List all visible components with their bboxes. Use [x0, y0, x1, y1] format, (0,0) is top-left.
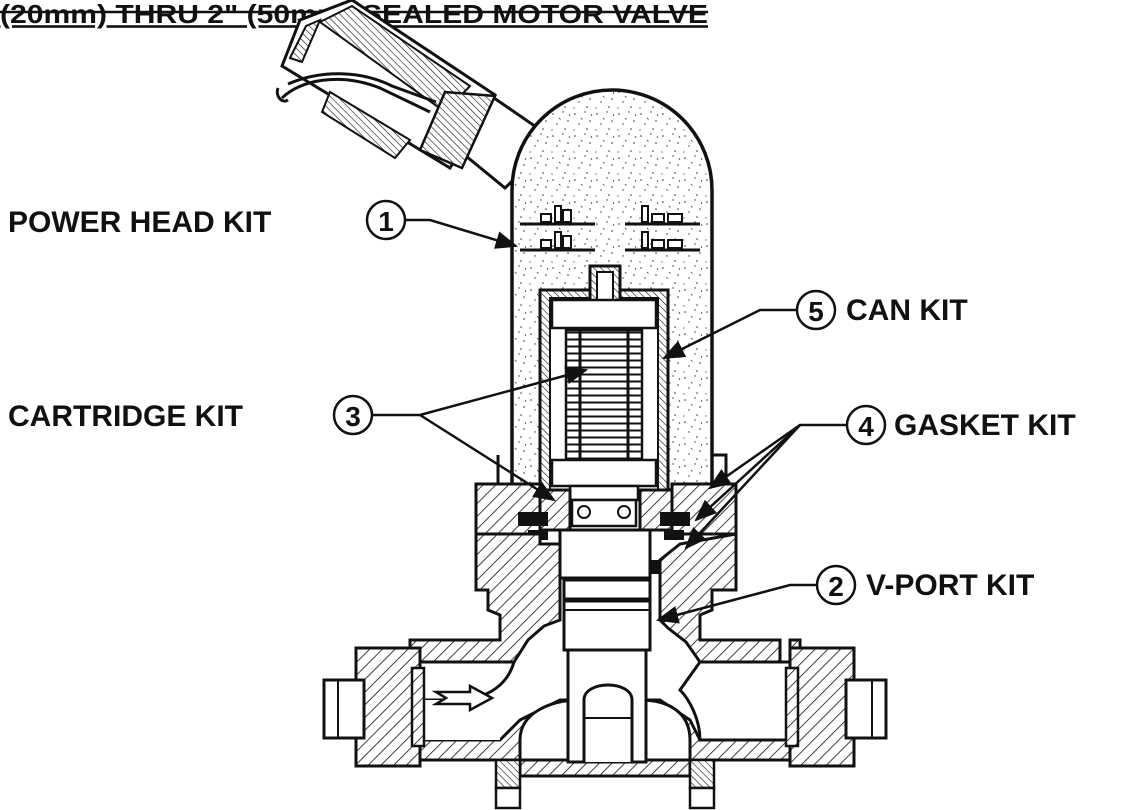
- callout-number: 1: [378, 206, 394, 237]
- can-assembly: [538, 264, 670, 502]
- callout-number-circle: [365, 199, 407, 241]
- callout-number: 2: [828, 571, 844, 602]
- inlet-union: [322, 646, 426, 768]
- callout-label: V-PORT KIT: [866, 569, 1034, 602]
- callout-number-circle: [332, 394, 374, 436]
- callout-number: 5: [808, 296, 824, 327]
- callout-v-port-kit: 2 V-PORT KIT: [815, 564, 1034, 606]
- callout-power-head-kit: POWER HEAD KIT 1: [8, 199, 407, 241]
- callout-number-circle: [795, 289, 837, 331]
- callout-number-circle: [845, 404, 887, 446]
- callout-label: CAN KIT: [846, 294, 968, 327]
- callout-can-kit: 5 CAN KIT: [795, 289, 968, 331]
- callout-gasket-kit: 4 GASKET KIT: [845, 404, 1076, 446]
- leader-lines: [372, 218, 847, 624]
- conduit-fitting: [275, 0, 558, 191]
- callout-number: 3: [345, 401, 361, 432]
- outlet-union: [784, 646, 888, 768]
- callout-number-circle: [815, 564, 857, 606]
- callout-label: GASKET KIT: [894, 409, 1076, 442]
- callout-cartridge-kit: CARTRIDGE KIT 3: [8, 394, 374, 436]
- callout-label: POWER HEAD KIT: [8, 206, 271, 239]
- callout-number: 4: [858, 411, 874, 442]
- valve-body: [408, 528, 802, 810]
- callout-label: CARTRIDGE KIT: [8, 400, 243, 433]
